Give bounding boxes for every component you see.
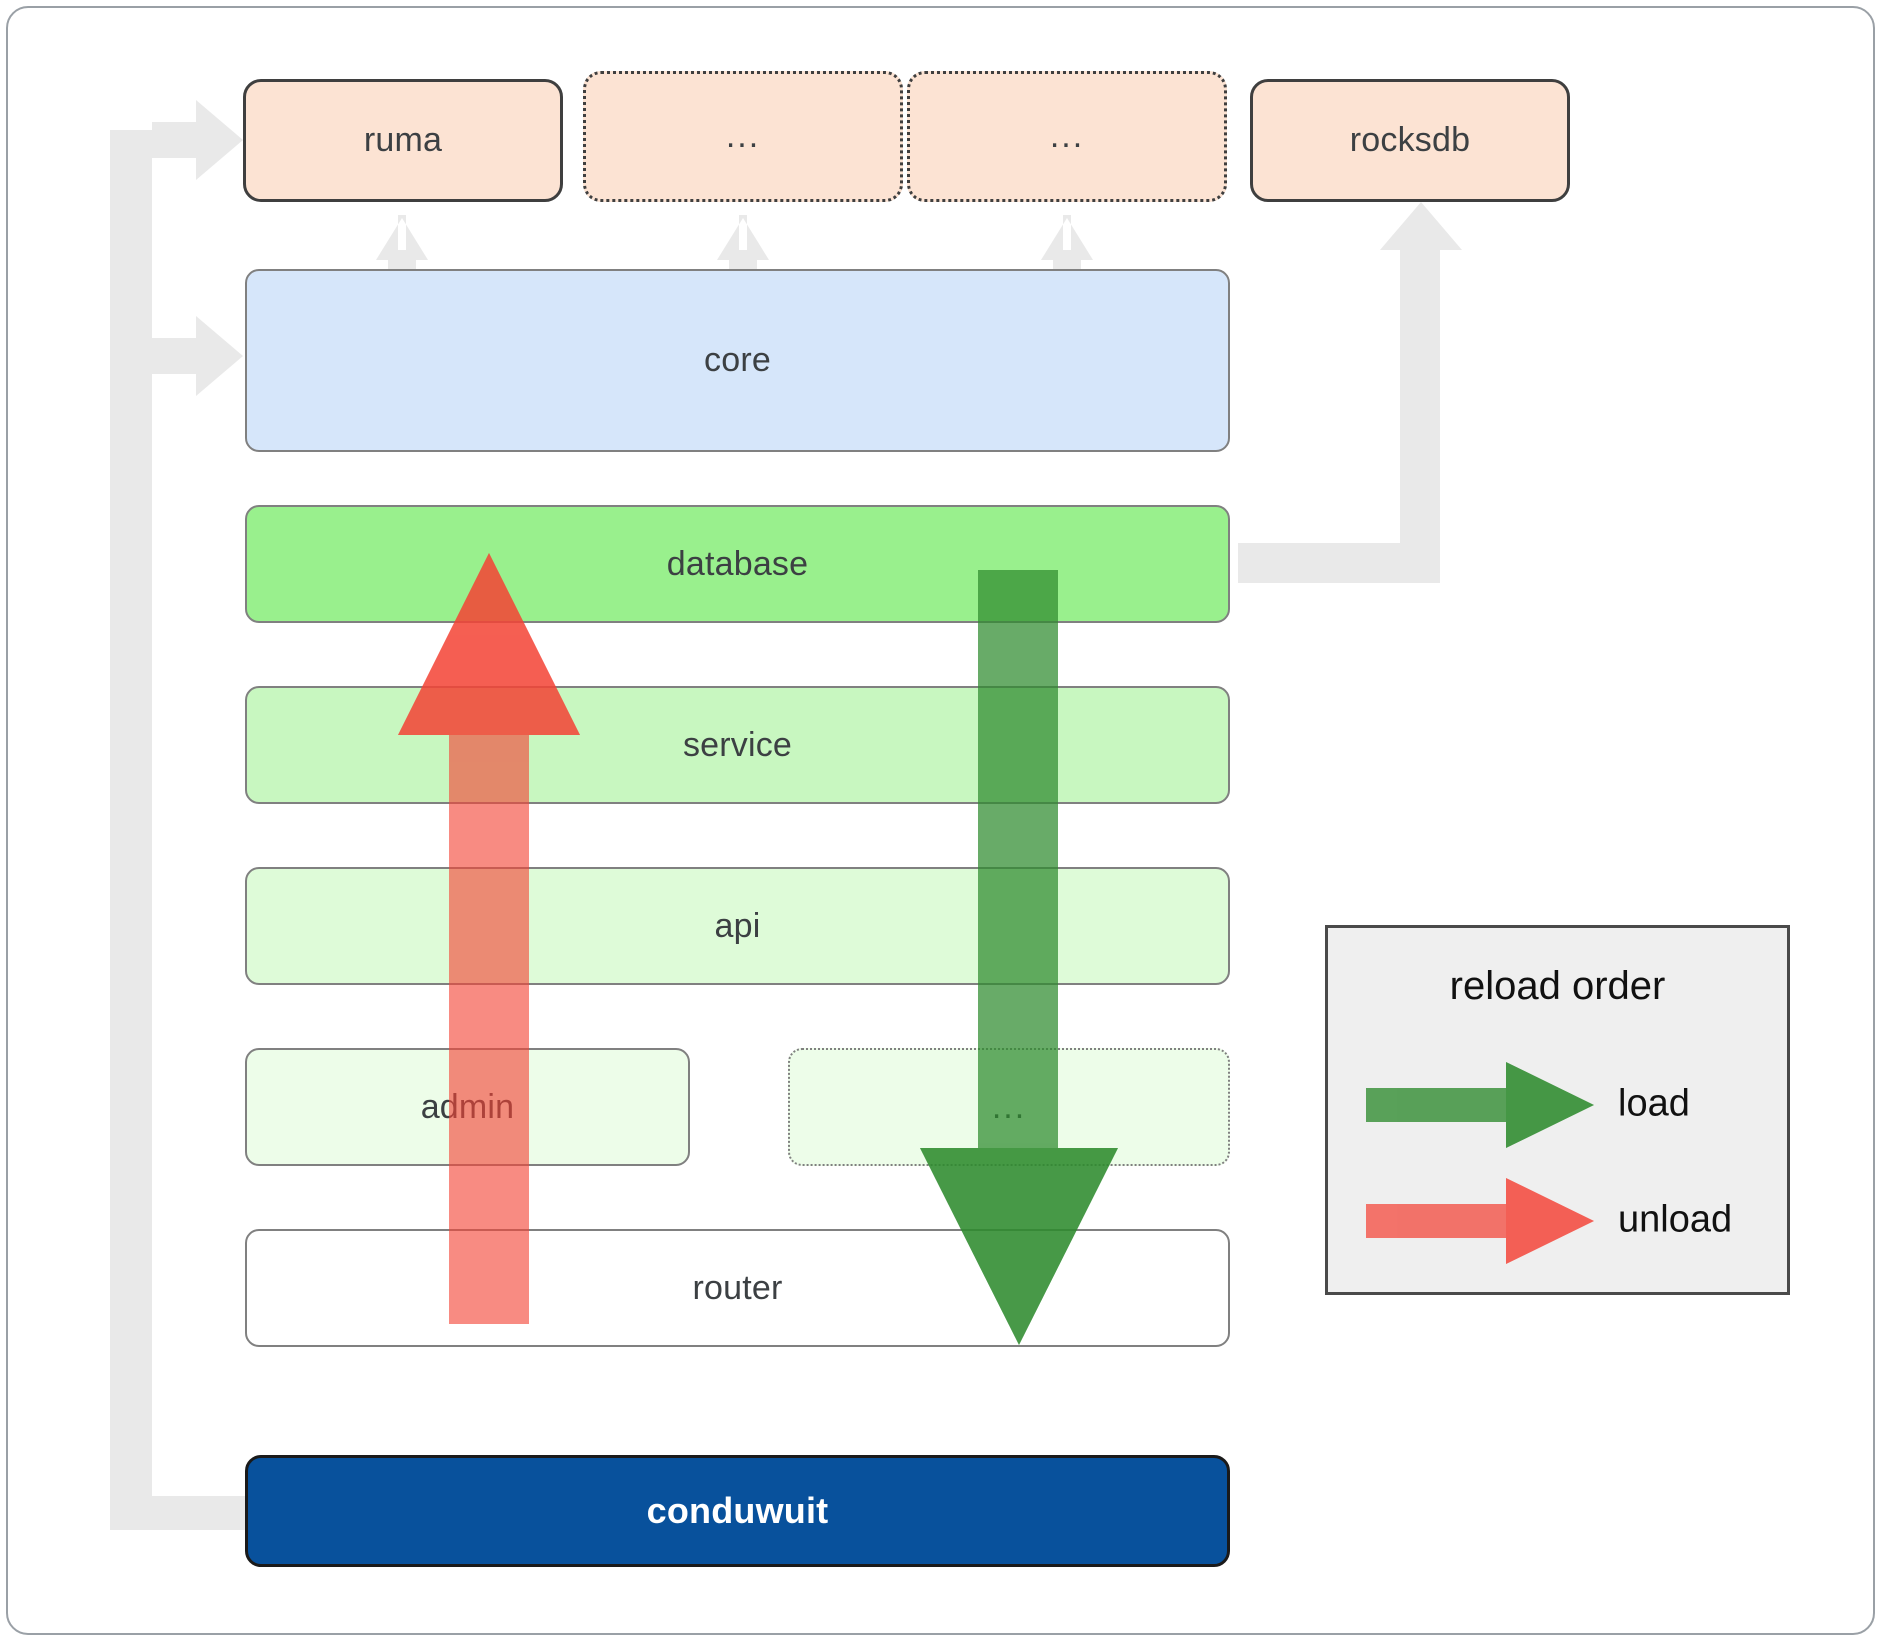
dependency-label-rocksdb: rocksdb <box>1349 121 1471 159</box>
layer-label-router: router <box>692 1268 783 1307</box>
layer-box-core[interactable]: core <box>245 269 1230 452</box>
dependency-label-placeholder-1: ... <box>725 117 761 155</box>
root-box-conduwuit[interactable]: conduwuit <box>245 1455 1230 1567</box>
load-arrow-icon <box>1366 1062 1594 1148</box>
layer-label-sublayer-placeholder: ... <box>991 1087 1027 1126</box>
legend-label-unload: unload <box>1618 1198 1733 1241</box>
layer-label-core: core <box>704 341 771 379</box>
legend-title: reload order <box>1449 964 1666 1008</box>
layer-box-database[interactable]: database <box>245 505 1230 623</box>
layer-label-api: api <box>714 906 761 945</box>
dependency-box-placeholder-1[interactable]: ... <box>583 71 903 202</box>
layer-box-router[interactable]: router <box>245 1229 1230 1347</box>
legend-label-load: load <box>1618 1082 1690 1125</box>
layer-label-database: database <box>666 544 809 583</box>
dependency-label-ruma: ruma <box>363 121 443 159</box>
layer-box-sublayer-placeholder[interactable]: ... <box>788 1048 1230 1166</box>
dependency-box-ruma[interactable]: ruma <box>243 79 563 202</box>
layer-box-service[interactable]: service <box>245 686 1230 804</box>
dependency-label-placeholder-2: ... <box>1049 117 1085 155</box>
legend-row-unload: unload <box>1328 1172 1787 1268</box>
layer-box-api[interactable]: api <box>245 867 1230 985</box>
layer-box-admin[interactable]: admin <box>245 1048 690 1166</box>
legend-panel: reload order load unload <box>1325 925 1790 1295</box>
dependency-box-placeholder-2[interactable]: ... <box>907 71 1227 202</box>
dependency-box-rocksdb[interactable]: rocksdb <box>1250 79 1570 202</box>
root-label-conduwuit: conduwuit <box>646 1490 829 1531</box>
layer-label-service: service <box>682 725 793 764</box>
layer-label-admin: admin <box>420 1087 515 1126</box>
legend-row-load: load <box>1328 1056 1787 1152</box>
unload-arrow-icon <box>1366 1178 1594 1264</box>
